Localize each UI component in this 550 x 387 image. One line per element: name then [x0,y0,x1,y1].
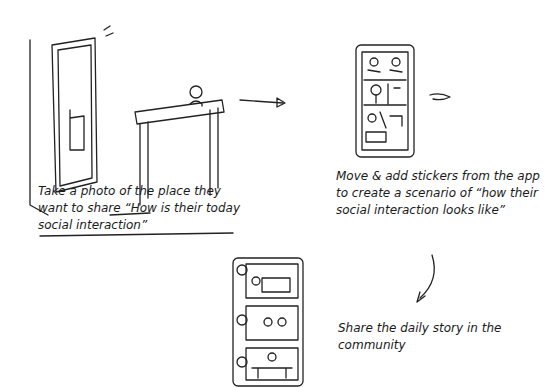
phone-story-feed [233,258,303,386]
step-caption: Move & add stickers from the app to crea… [336,168,544,219]
flow-arrow [417,255,434,302]
phone-with-stickers [356,45,414,157]
step-caption: Take a photo of the place they want to s… [38,183,243,234]
step-caption: Share the daily story in the community [338,320,538,354]
underline [40,233,233,236]
scribble [430,94,450,100]
flow-arrow [240,98,285,107]
